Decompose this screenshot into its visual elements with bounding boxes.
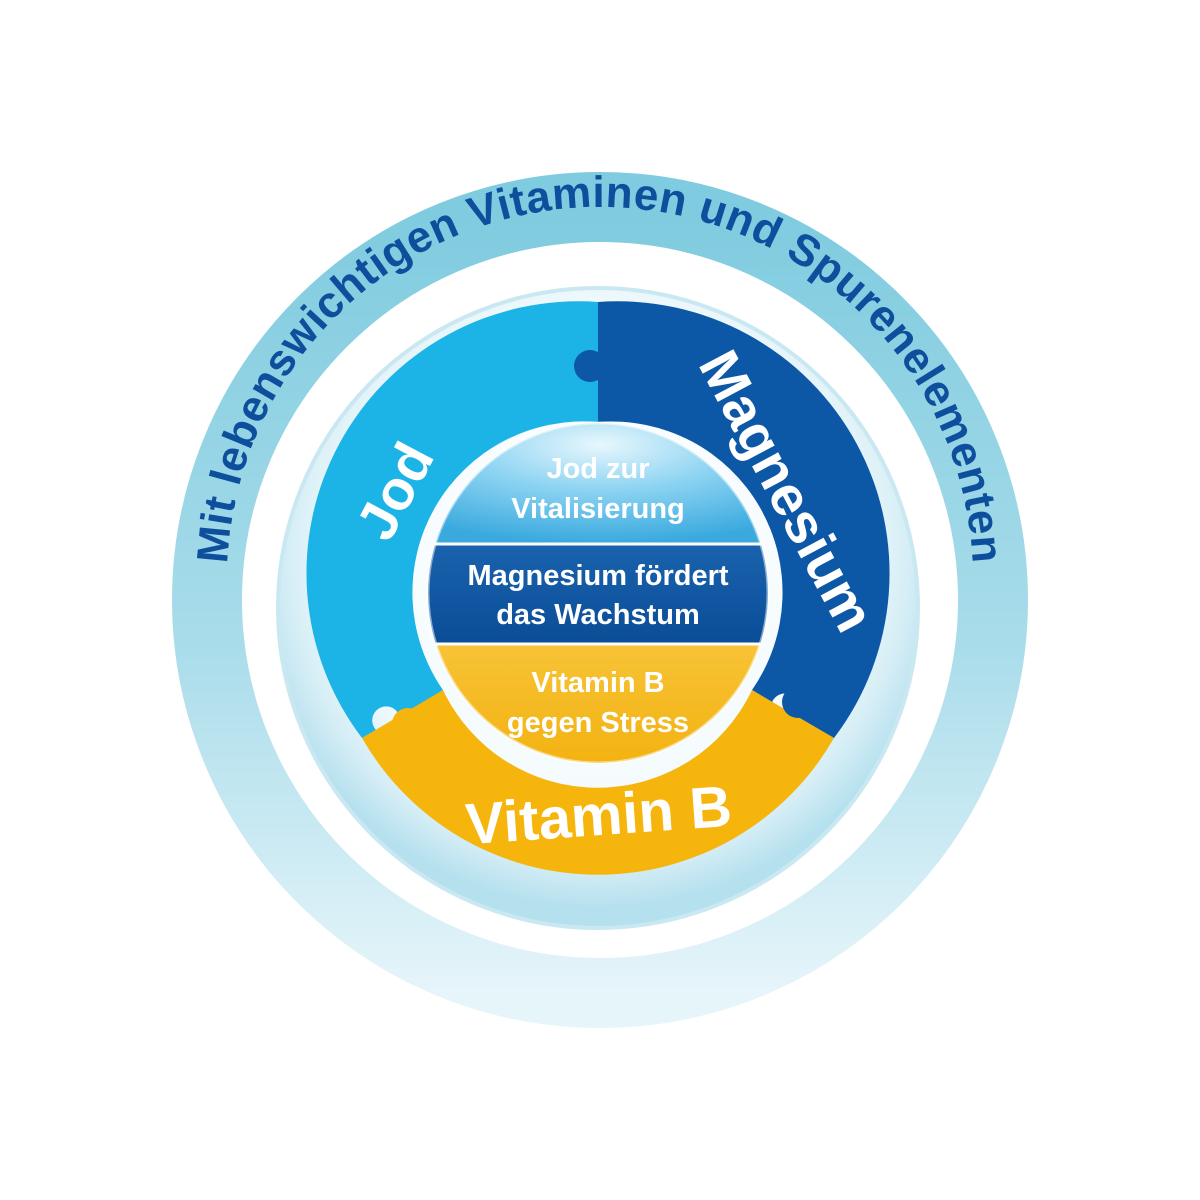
segment-jod bbox=[306, 301, 598, 738]
center-middle-line1: Magnesium fördert bbox=[467, 560, 728, 592]
puzzle-knob-right bbox=[782, 686, 814, 718]
center-top-line2: Vitalisierung bbox=[511, 493, 685, 525]
center-sphere bbox=[428, 423, 768, 763]
segment-vitamin-b bbox=[362, 690, 834, 875]
center-bottom-line1: Vitamin B bbox=[531, 667, 664, 699]
center-top-line1: Jod zur bbox=[546, 453, 649, 485]
outer-ring bbox=[172, 172, 1028, 1028]
puzzle-knob-top bbox=[574, 350, 606, 382]
puzzle-knob-left bbox=[392, 708, 424, 740]
segment-magnesium bbox=[598, 301, 890, 738]
center-sphere-rim bbox=[426, 421, 770, 765]
center-bottom-line2: gegen Stress bbox=[507, 707, 689, 739]
center-middle-line2: das Wachstum bbox=[496, 599, 700, 631]
